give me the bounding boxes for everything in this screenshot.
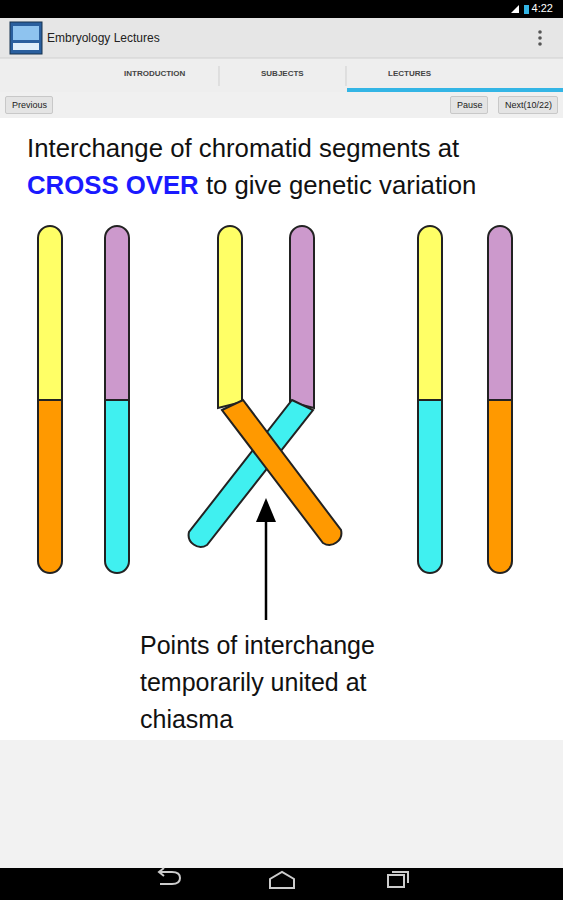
app-title: Embryology Lectures — [47, 31, 160, 45]
title-text: Interchange of chromatid segments at — [27, 130, 557, 167]
tab-indicator — [347, 88, 563, 92]
title-text: to give genetic variation — [206, 171, 477, 199]
chromatid-segment — [218, 226, 242, 408]
app-icon — [10, 22, 42, 54]
tab-separator — [346, 66, 347, 86]
pause-button: Pause — [450, 96, 488, 114]
chromatid-segment — [38, 400, 62, 573]
callout-label: Points of interchange temporarily united… — [140, 627, 440, 738]
chromatid-segment — [418, 400, 442, 573]
button-label: Pause — [457, 100, 481, 110]
button-label: Next(10/22) — [505, 100, 551, 110]
home-icon — [270, 872, 294, 888]
tab-bar — [0, 58, 563, 92]
app-icon — [13, 43, 39, 50]
title-highlight: CROSS OVER — [27, 171, 199, 199]
back-icon — [159, 868, 180, 884]
button-strip — [0, 92, 563, 118]
navigation-bar — [0, 868, 563, 900]
chromatid-segment — [105, 400, 129, 573]
chromatid-segment — [290, 226, 314, 408]
recents-icon — [392, 872, 408, 883]
status-time: 4:22 — [532, 2, 553, 14]
status-bar — [0, 0, 563, 18]
app-icon — [13, 26, 39, 40]
slide-title: Interchange of chromatid segments at CROS… — [27, 130, 557, 204]
chromatid-segment — [105, 226, 129, 400]
overflow-menu — [538, 36, 542, 40]
overflow-menu — [538, 30, 542, 34]
button-label: Previous — [12, 100, 46, 110]
tab-label: SUBJECTS — [261, 69, 304, 78]
next-button: Next(10/22) — [498, 96, 558, 114]
overflow-menu — [538, 42, 542, 46]
chromatid-segment — [38, 226, 62, 400]
slide-panel — [0, 118, 563, 740]
recents-icon — [388, 875, 404, 887]
tab-label: INTRODUCTION — [124, 69, 185, 78]
chromatid-segment — [418, 226, 442, 400]
divider — [0, 58, 563, 59]
tab-separator — [219, 66, 220, 86]
leader-arrow — [265, 515, 268, 620]
signal-icon — [511, 5, 519, 13]
chromatid-segment — [222, 400, 341, 545]
action-bar — [0, 18, 563, 58]
battery-icon — [524, 5, 529, 14]
tab-label: LECTURES — [388, 69, 431, 78]
previous-button: Previous — [5, 96, 53, 114]
chromatid-segment — [488, 226, 512, 400]
arrow-head — [256, 498, 276, 522]
chromatid-segment — [488, 400, 512, 573]
